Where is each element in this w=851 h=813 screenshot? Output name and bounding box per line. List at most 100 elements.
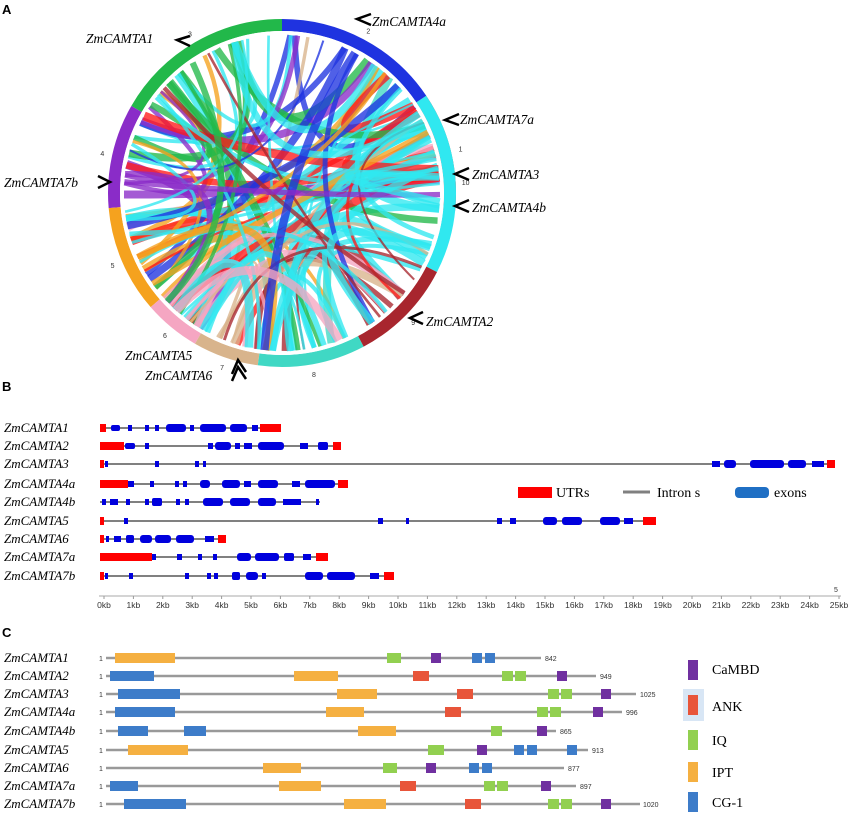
cambd-domain xyxy=(431,653,441,663)
iq-legend-label: IQ xyxy=(712,734,727,749)
cg1-domain xyxy=(482,763,492,773)
arrow-icon xyxy=(230,364,248,382)
axis-tick-label: 23kb xyxy=(771,600,790,610)
protein-length: 877 xyxy=(568,766,580,773)
synteny-link xyxy=(179,70,323,347)
protein-length: 1025 xyxy=(640,692,656,699)
iq-domain xyxy=(550,707,561,717)
axis-tick-label: 6kb xyxy=(274,600,288,610)
structure-label: ZmCAMTA6 xyxy=(4,531,69,546)
domain-map-zmcamta1: 1 842 xyxy=(99,653,557,663)
axis-tick-label: 0kb xyxy=(97,600,111,610)
chromosome-number: 1 xyxy=(459,146,463,153)
chromosome-arc xyxy=(257,336,364,367)
synteny-link xyxy=(204,251,327,347)
iq-domain xyxy=(502,671,513,681)
ank-legend-label: ANK xyxy=(712,700,742,715)
structure-label: ZmCAMTA7a xyxy=(4,549,76,564)
cg1-domain xyxy=(124,799,186,809)
protein-length: 865 xyxy=(560,729,572,736)
cambd-domain xyxy=(593,707,603,717)
ank-domain xyxy=(465,799,481,809)
axis-tick-label: 15kb xyxy=(536,600,555,610)
cg1-domain xyxy=(527,745,537,755)
cg1-domain xyxy=(110,781,138,791)
protein-length: 913 xyxy=(592,748,604,755)
circos-gene-labels: ZmCAMTA1 ZmCAMTA4a ZmCAMTA7a ZmCAMTA3 Zm… xyxy=(4,12,546,383)
synteny-link xyxy=(172,259,254,348)
ipt-domain xyxy=(128,745,188,755)
structure-label: ZmCAMTA1 xyxy=(4,420,69,435)
iq-domain xyxy=(561,689,572,699)
ipt-domain xyxy=(294,671,338,681)
protein-start: 1 xyxy=(99,656,103,663)
axis-tick-label: 7kb xyxy=(303,600,317,610)
synteny-link xyxy=(207,52,382,318)
arrow-icon xyxy=(451,166,470,182)
domain-map-zmcamta4a: 1 996 xyxy=(99,707,638,717)
arrow-icon xyxy=(407,310,424,326)
exon-legend-swatch xyxy=(735,487,769,498)
chromosome-arc xyxy=(195,333,260,366)
cg1-domain xyxy=(469,763,479,773)
synteny-link xyxy=(344,169,441,205)
domain-map-zmcamta7a: 1 897 xyxy=(99,781,592,791)
cambd-legend-label: CaMBD xyxy=(712,663,759,678)
synteny-link xyxy=(124,90,206,185)
axis-tick-label: 18kb xyxy=(624,600,643,610)
cg1-legend-label: CG-1 xyxy=(712,796,743,811)
ank-domain xyxy=(457,689,473,699)
cg1-domain xyxy=(472,653,482,663)
gene-structure-panel: ZmCAMTA1 ZmCAMTA2 ZmCAMTA3 ZmCAMTA4a ZmC… xyxy=(4,420,848,610)
protein-start: 1 xyxy=(99,674,103,681)
intron-legend-label: Intron s xyxy=(657,486,700,501)
gene-model-zmcamta2 xyxy=(100,442,341,450)
circos-label-zmcamta4a: ZmCAMTA4a xyxy=(372,14,446,29)
structure-label: ZmCAMTA3 xyxy=(4,456,69,471)
chromosome-number: 5 xyxy=(111,263,115,270)
protein-label: ZmCAMTA7b xyxy=(4,796,76,811)
chromosome-arc xyxy=(281,19,427,103)
iq-domain xyxy=(537,707,548,717)
synteny-link xyxy=(172,265,343,343)
circos-label-zmcamta3: ZmCAMTA3 xyxy=(472,167,540,182)
chromosome-number: 9 xyxy=(411,320,415,327)
synteny-link xyxy=(231,40,378,134)
iq-domain xyxy=(428,745,444,755)
cg1-domain xyxy=(110,671,154,681)
synteny-link xyxy=(231,41,425,159)
synteny-link xyxy=(326,227,432,326)
cambd-legend-swatch xyxy=(688,660,698,680)
axis-tick-label: 20kb xyxy=(683,600,702,610)
protein-start: 1 xyxy=(99,766,103,773)
cg1-domain xyxy=(567,745,577,755)
iq-domain xyxy=(561,799,572,809)
gene-model-zmcamta5 xyxy=(100,517,656,525)
synteny-link xyxy=(126,142,197,221)
arrow-icon xyxy=(97,174,113,190)
protein-length: 1020 xyxy=(643,802,659,809)
axis-tick-label: 5kb xyxy=(244,600,258,610)
axis-tick-label: 9kb xyxy=(362,600,376,610)
cg1-domain xyxy=(514,745,524,755)
structure-label: ZmCAMTA4b xyxy=(4,494,76,509)
chromosome-arcs xyxy=(108,19,456,367)
protein-start: 1 xyxy=(99,784,103,791)
cambd-domain xyxy=(601,689,611,699)
circos-label-zmcamta1: ZmCAMTA1 xyxy=(86,31,153,46)
axis-tick-label: 16kb xyxy=(565,600,584,610)
axis-tick-label: 22kb xyxy=(742,600,761,610)
axis-tick-label: 24kb xyxy=(800,600,819,610)
cambd-domain xyxy=(477,745,487,755)
axis-corner-mark: 5 xyxy=(834,587,838,594)
axis-tick-label: 4kb xyxy=(215,600,229,610)
domain-map-zmcamta7b: 1 1020 xyxy=(99,799,659,809)
chromosome-number: 6 xyxy=(163,333,167,340)
ank-domain xyxy=(413,671,429,681)
panel-label-c: C xyxy=(2,625,12,640)
protein-label: ZmCAMTA7a xyxy=(4,778,76,793)
chromosome-number: 7 xyxy=(220,365,224,372)
circos-label-zmcamta6: ZmCAMTA6 xyxy=(145,368,213,383)
